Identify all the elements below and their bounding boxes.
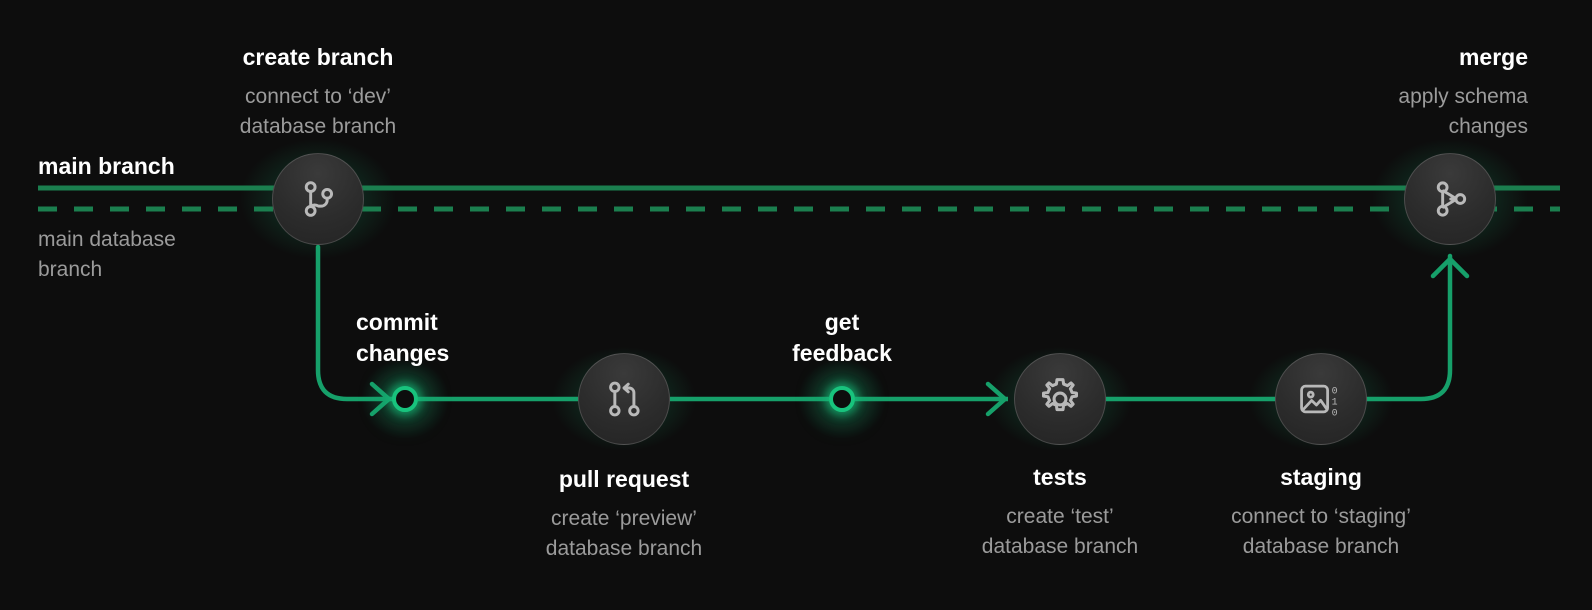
svg-text:1: 1	[1332, 397, 1338, 408]
sublabel-staging-line-1: connect to ‘staging’	[1231, 505, 1411, 528]
label-tests: tests	[1033, 464, 1087, 490]
sublabel-create-branch-line-1: connect to ‘dev’	[245, 85, 391, 108]
node-merge[interactable]	[1404, 153, 1496, 245]
arrowhead-to-tests	[985, 381, 1008, 417]
sublabel-merge-line-2: changes	[1448, 115, 1528, 138]
label-pull-request: pull request	[558, 466, 690, 492]
sublabel-tests-line-2: database branch	[981, 535, 1139, 558]
node-create-branch[interactable]	[272, 153, 364, 245]
sublabel-tests-line-1: create ‘test’	[1006, 505, 1114, 528]
node-staging[interactable]: 0 1 0	[1275, 353, 1367, 445]
gear-icon	[1037, 376, 1083, 422]
sublabel-main-database-branch-line-2: branch	[38, 258, 103, 281]
arrowhead-to-commit	[369, 381, 392, 417]
label-get-feedback-line-2: feedback	[792, 340, 892, 366]
sublabel-create-branch-line-2: database branch	[239, 115, 397, 138]
label-get-feedback-line-1: get	[824, 309, 860, 335]
sublabel-pull-request-line-1: create ‘preview’	[551, 507, 697, 530]
label-commit-changes-line-1: commit	[356, 309, 438, 335]
node-commit-changes[interactable]	[392, 386, 418, 412]
sublabel-main-database-branch-line-1: main database	[38, 228, 176, 251]
sublabel-pull-request-line-2: database branch	[545, 537, 703, 560]
git-pull-request-icon	[602, 377, 646, 421]
label-merge: merge	[1458, 44, 1528, 70]
arrowhead-to-merge	[1430, 256, 1470, 279]
label-staging: staging	[1280, 464, 1362, 490]
label-commit-changes-line-2: changes	[356, 340, 450, 366]
label-create-branch: create branch	[242, 44, 394, 70]
label-main-branch: main branch	[38, 153, 175, 179]
node-pull-request[interactable]	[578, 353, 670, 445]
sublabel-staging-line-2: database branch	[1242, 535, 1400, 558]
svg-text:0: 0	[1332, 386, 1338, 397]
image-data-icon: 0 1 0	[1297, 377, 1345, 421]
connector-staging-to-merge	[1364, 253, 1453, 402]
git-branch-icon	[296, 177, 340, 221]
svg-text:0: 0	[1332, 407, 1338, 418]
git-merge-icon	[1428, 177, 1472, 221]
sublabel-merge-line-1: apply schema	[1398, 85, 1528, 108]
node-get-feedback[interactable]	[829, 386, 855, 412]
node-tests[interactable]	[1014, 353, 1106, 445]
